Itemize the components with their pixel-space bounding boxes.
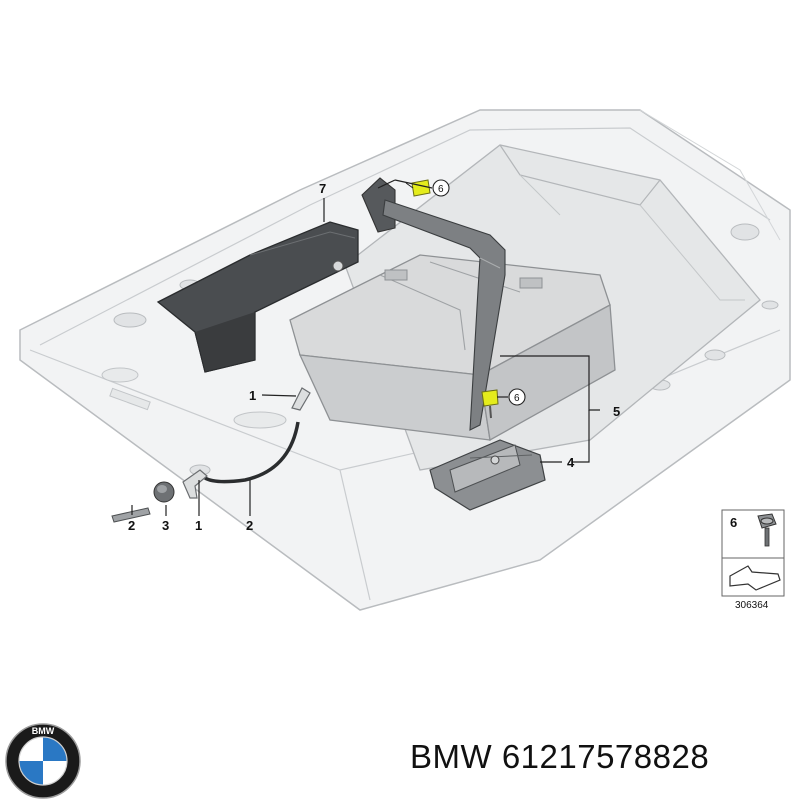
callouts: 7 6 6 1 5 4 2 3 1 2 [128, 179, 620, 533]
part-number-caption: BMW 61217578828 [410, 738, 710, 775]
loose-parts [111, 469, 208, 523]
callout-1-lower: 1 [195, 518, 202, 533]
fastener-legend: 6 306364 [721, 509, 785, 611]
bolt-lower [481, 389, 499, 419]
bmw-logo-icon: BMW [5, 723, 81, 799]
legend-reference-number: 306364 [735, 600, 769, 611]
battery-hold-down-bracket [361, 177, 506, 431]
vent-elbow [291, 387, 311, 411]
callout-4: 4 [567, 455, 575, 470]
callout-2-left: 2 [128, 518, 135, 533]
battery-cover [156, 221, 359, 373]
bmw-logo-letters: BMW [32, 726, 55, 736]
leader-lines [131, 179, 600, 516]
callout-7: 7 [319, 181, 326, 196]
arrow-symbol-icon [729, 565, 781, 591]
callout-6-lower: 6 [514, 393, 520, 404]
callout-5: 5 [613, 404, 620, 419]
callout-1-upper: 1 [249, 388, 256, 403]
callout-6-upper-ring [432, 179, 450, 197]
callout-6-upper: 6 [438, 184, 444, 195]
bolt-upper [405, 179, 431, 197]
battery-clamp [429, 439, 546, 511]
screw-icon [757, 513, 777, 547]
legend-part-label: 6 [730, 515, 737, 530]
callout-2-right: 2 [246, 518, 253, 533]
battery [289, 254, 616, 442]
vent-hose [204, 421, 300, 484]
callout-6-lower-ring [508, 388, 526, 406]
callout-3: 3 [162, 518, 169, 533]
